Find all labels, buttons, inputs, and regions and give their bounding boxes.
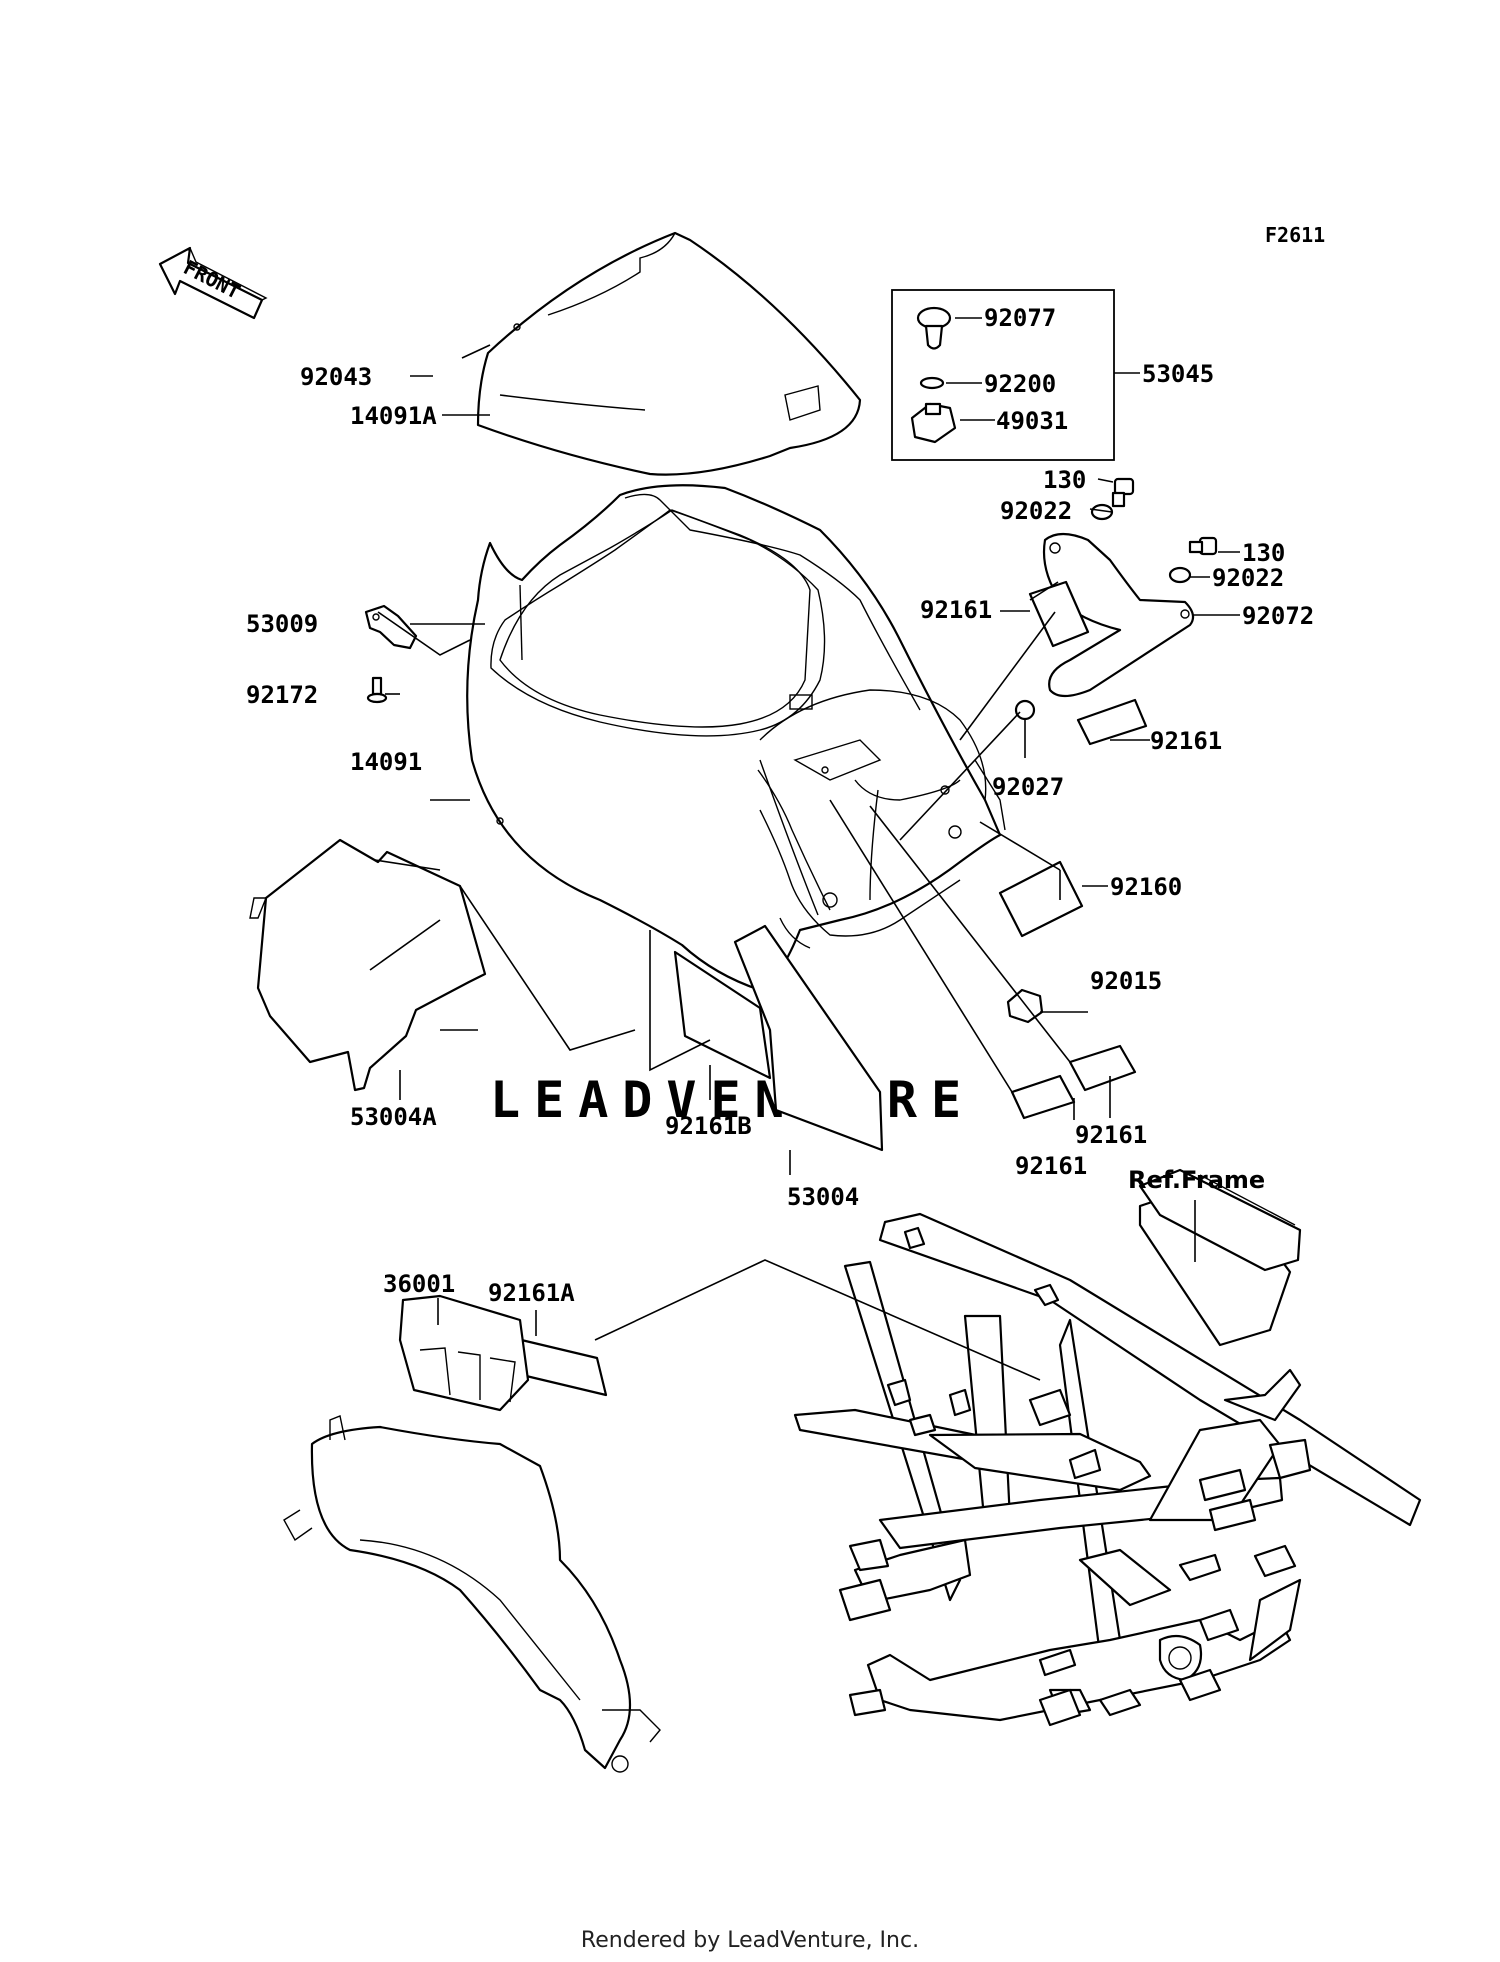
diagram-code: F2611 — [1265, 223, 1325, 247]
part-label: 130 — [1242, 539, 1285, 567]
part-label: 53045 — [1142, 360, 1214, 388]
air-duct-part — [283, 1294, 661, 1773]
bolt-icon — [1188, 536, 1218, 556]
part-label: 92200 — [984, 370, 1056, 398]
clip-nut-icon — [910, 402, 957, 444]
sheet-part — [733, 924, 884, 1152]
clip-bracket-part — [364, 604, 418, 650]
part-label: 14091A — [350, 402, 437, 430]
part-label: 92172 — [246, 681, 318, 709]
part-label: 92022 — [1000, 497, 1072, 525]
part-label: 92161 — [920, 596, 992, 624]
fastener-kit-box — [891, 289, 1115, 461]
frame-part — [793, 1168, 1422, 1727]
rivet-icon — [366, 676, 388, 704]
part-label: 92161B — [665, 1112, 752, 1140]
part-label: 92043 — [300, 363, 372, 391]
part-label: 92022 — [1212, 564, 1284, 592]
part-label: 92161A — [488, 1279, 575, 1307]
pad-part — [1028, 580, 1090, 648]
pad-part — [998, 860, 1084, 938]
part-label: 92160 — [1110, 873, 1182, 901]
part-label: 53009 — [246, 610, 318, 638]
part-label: 92077 — [984, 304, 1056, 332]
leader-lines — [369, 317, 1240, 1381]
front-arrow-icon: FRONT — [158, 246, 268, 320]
insulator-sheet-part — [256, 838, 487, 1092]
ref-frame-label: Ref.Frame — [1128, 1166, 1265, 1194]
screw-icon — [916, 306, 952, 350]
washer-icon — [919, 376, 945, 390]
pad-part — [1068, 1044, 1137, 1092]
main-cowl-part — [466, 484, 1006, 992]
part-label: 53004A — [350, 1103, 437, 1131]
part-label: 14091 — [350, 748, 422, 776]
upper-cover-part — [476, 231, 862, 476]
bolt-icon — [1111, 477, 1135, 508]
clip-nut-icon — [1006, 988, 1044, 1024]
part-labels: 92043 14091A 92077 92200 49031 53045 130… — [246, 304, 1314, 1307]
part-label: 92015 — [1090, 967, 1162, 995]
footer-credit: Rendered by LeadVenture, Inc. — [580, 1928, 920, 1953]
sticker-part — [673, 950, 772, 1080]
part-label: 130 — [1043, 466, 1086, 494]
part-label: 92161 — [1150, 727, 1222, 755]
pad-part — [1010, 1074, 1076, 1120]
part-label: 53004 — [787, 1183, 859, 1211]
part-label: 49031 — [996, 407, 1068, 435]
part-label: 92161 — [1075, 1121, 1147, 1149]
part-label: 92072 — [1242, 602, 1314, 630]
part-label: 92161 — [1015, 1152, 1087, 1180]
pad-part — [1076, 698, 1148, 746]
watermark: LEADVENTURE — [490, 1071, 975, 1129]
part-label: 92027 — [992, 773, 1064, 801]
washer-icon — [1014, 699, 1036, 721]
part-label: 36001 — [383, 1270, 455, 1298]
washer-icon — [1168, 566, 1192, 584]
